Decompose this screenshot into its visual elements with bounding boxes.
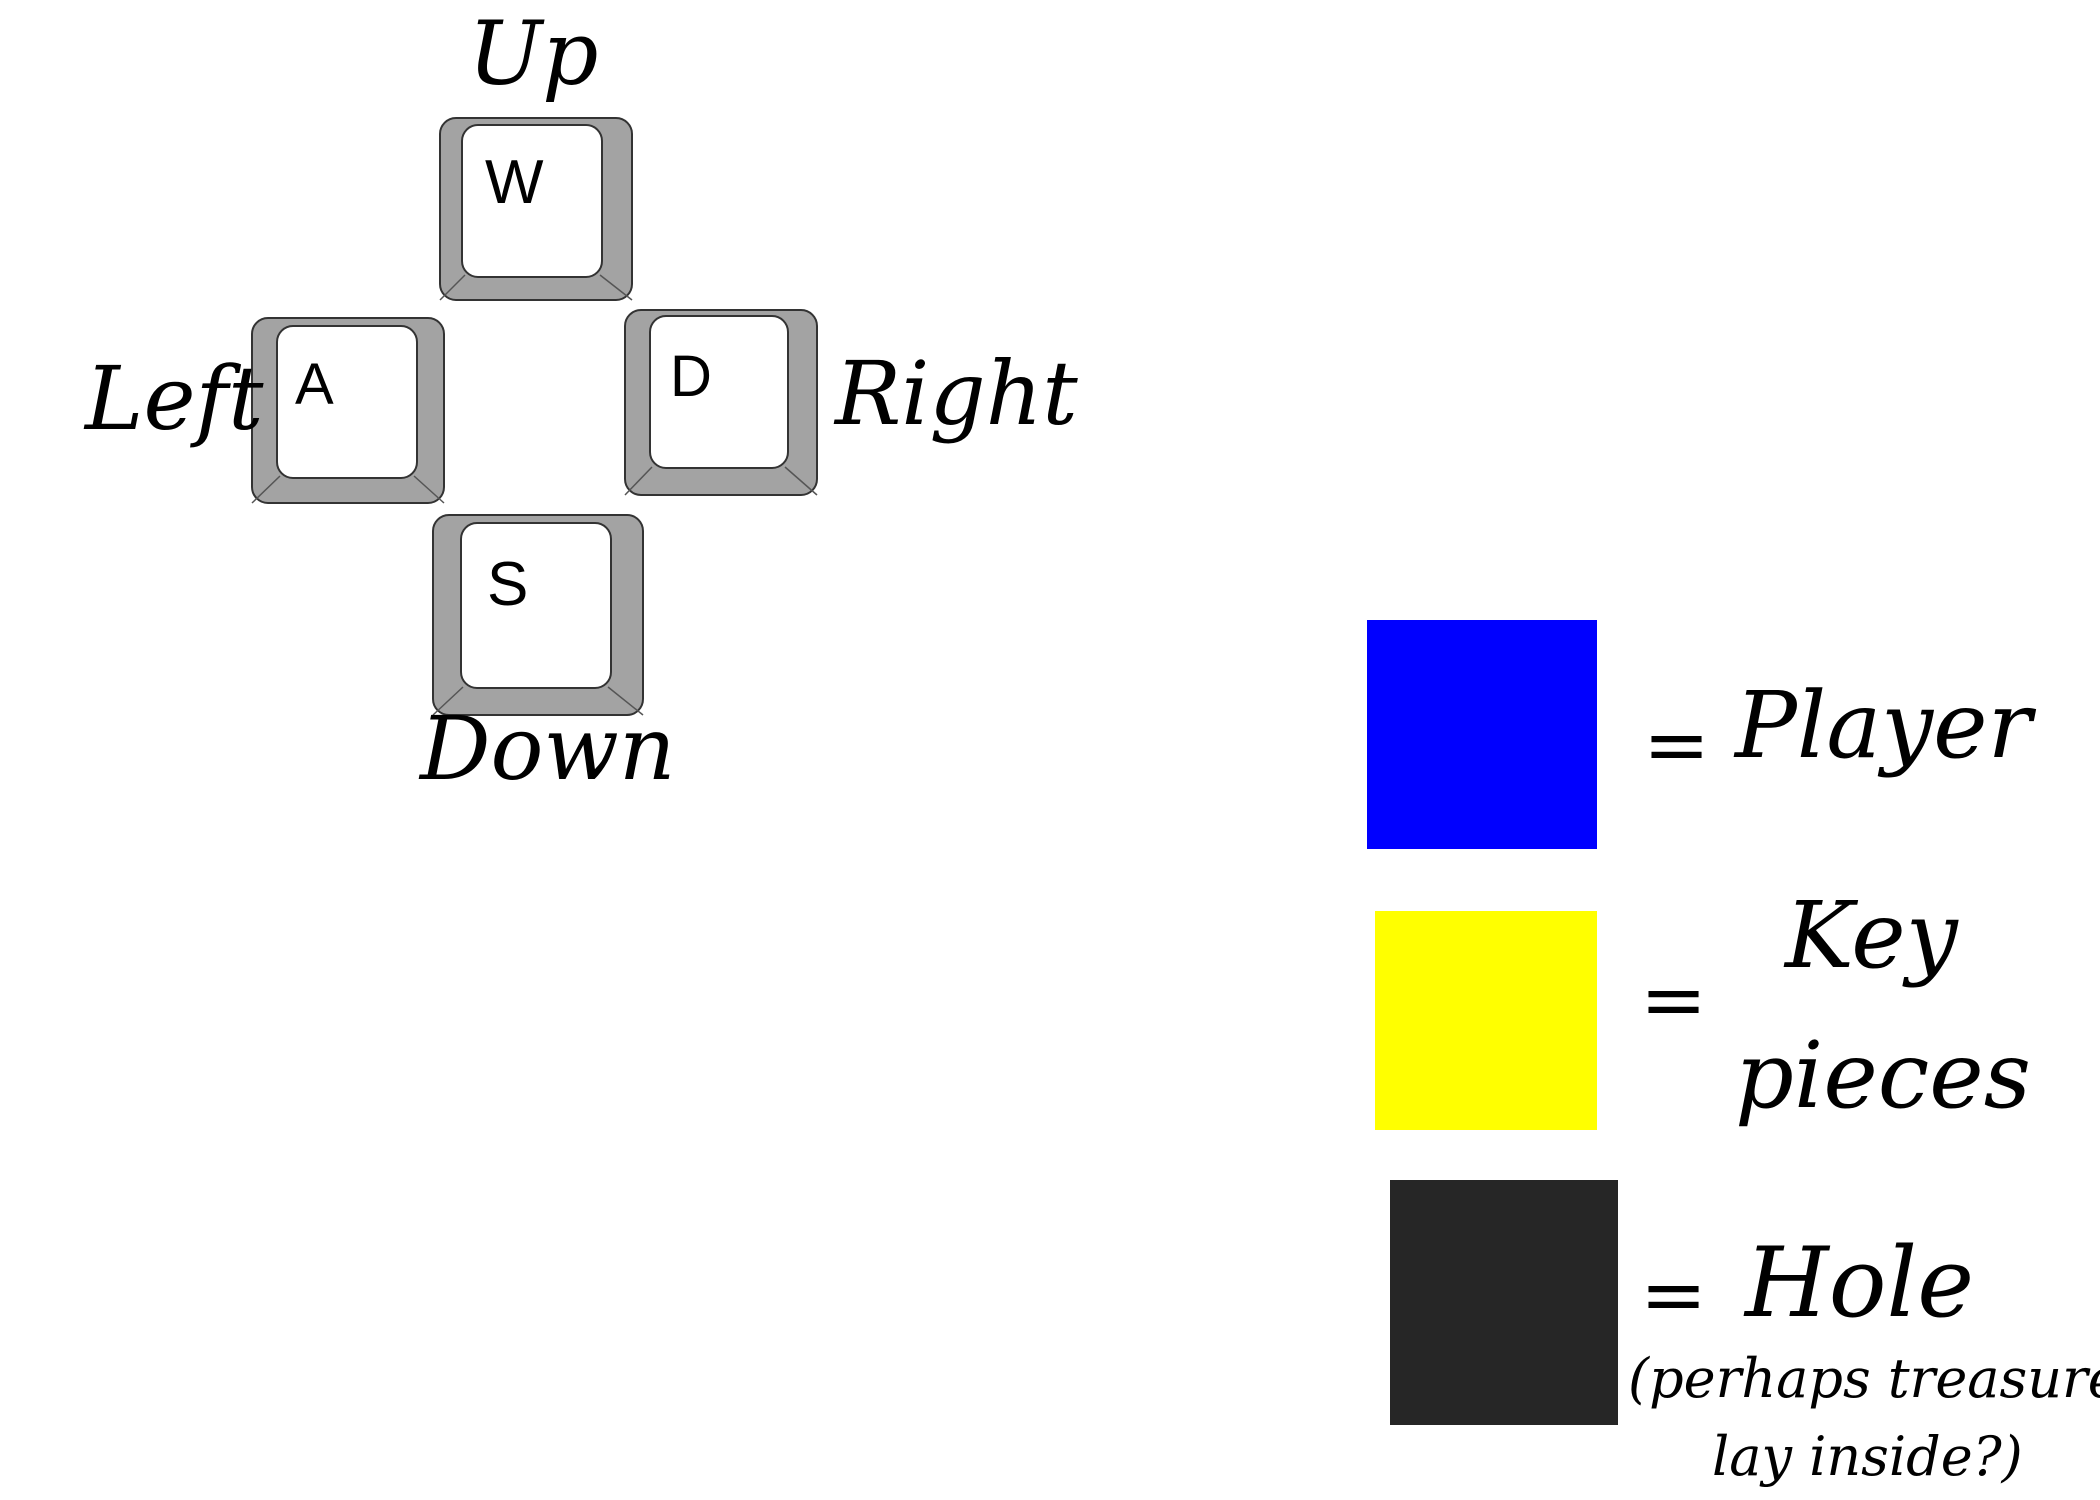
a-key-letter: A — [295, 352, 334, 417]
key-pieces-swatch — [1375, 911, 1597, 1130]
up-label: Up — [468, 2, 599, 105]
left-label: Left — [85, 347, 264, 450]
hole-label: Hole — [1745, 1227, 1975, 1339]
s-key — [432, 514, 644, 716]
key-pieces-label-line1: Key — [1785, 882, 1958, 989]
hole-swatch — [1390, 1180, 1618, 1425]
player-equals: = — [1643, 698, 1711, 791]
s-key-letter: S — [487, 550, 529, 619]
down-label: Down — [420, 697, 676, 800]
player-swatch — [1367, 620, 1597, 849]
hole-note-line1: (perhaps treasure — [1628, 1347, 2100, 1410]
hole-note-line2: lay inside?) — [1712, 1425, 2023, 1488]
player-label: Player — [1735, 672, 2032, 779]
hole-equals: = — [1640, 1248, 1708, 1341]
d-key — [624, 309, 818, 496]
right-label: Right — [835, 342, 1078, 445]
d-key-letter: D — [670, 344, 712, 409]
key-pieces-label-line2: pieces — [1735, 1022, 2031, 1129]
key-pieces-equals: = — [1640, 953, 1708, 1046]
a-key — [251, 317, 445, 504]
w-key-letter: W — [485, 148, 544, 217]
w-key — [439, 117, 633, 301]
